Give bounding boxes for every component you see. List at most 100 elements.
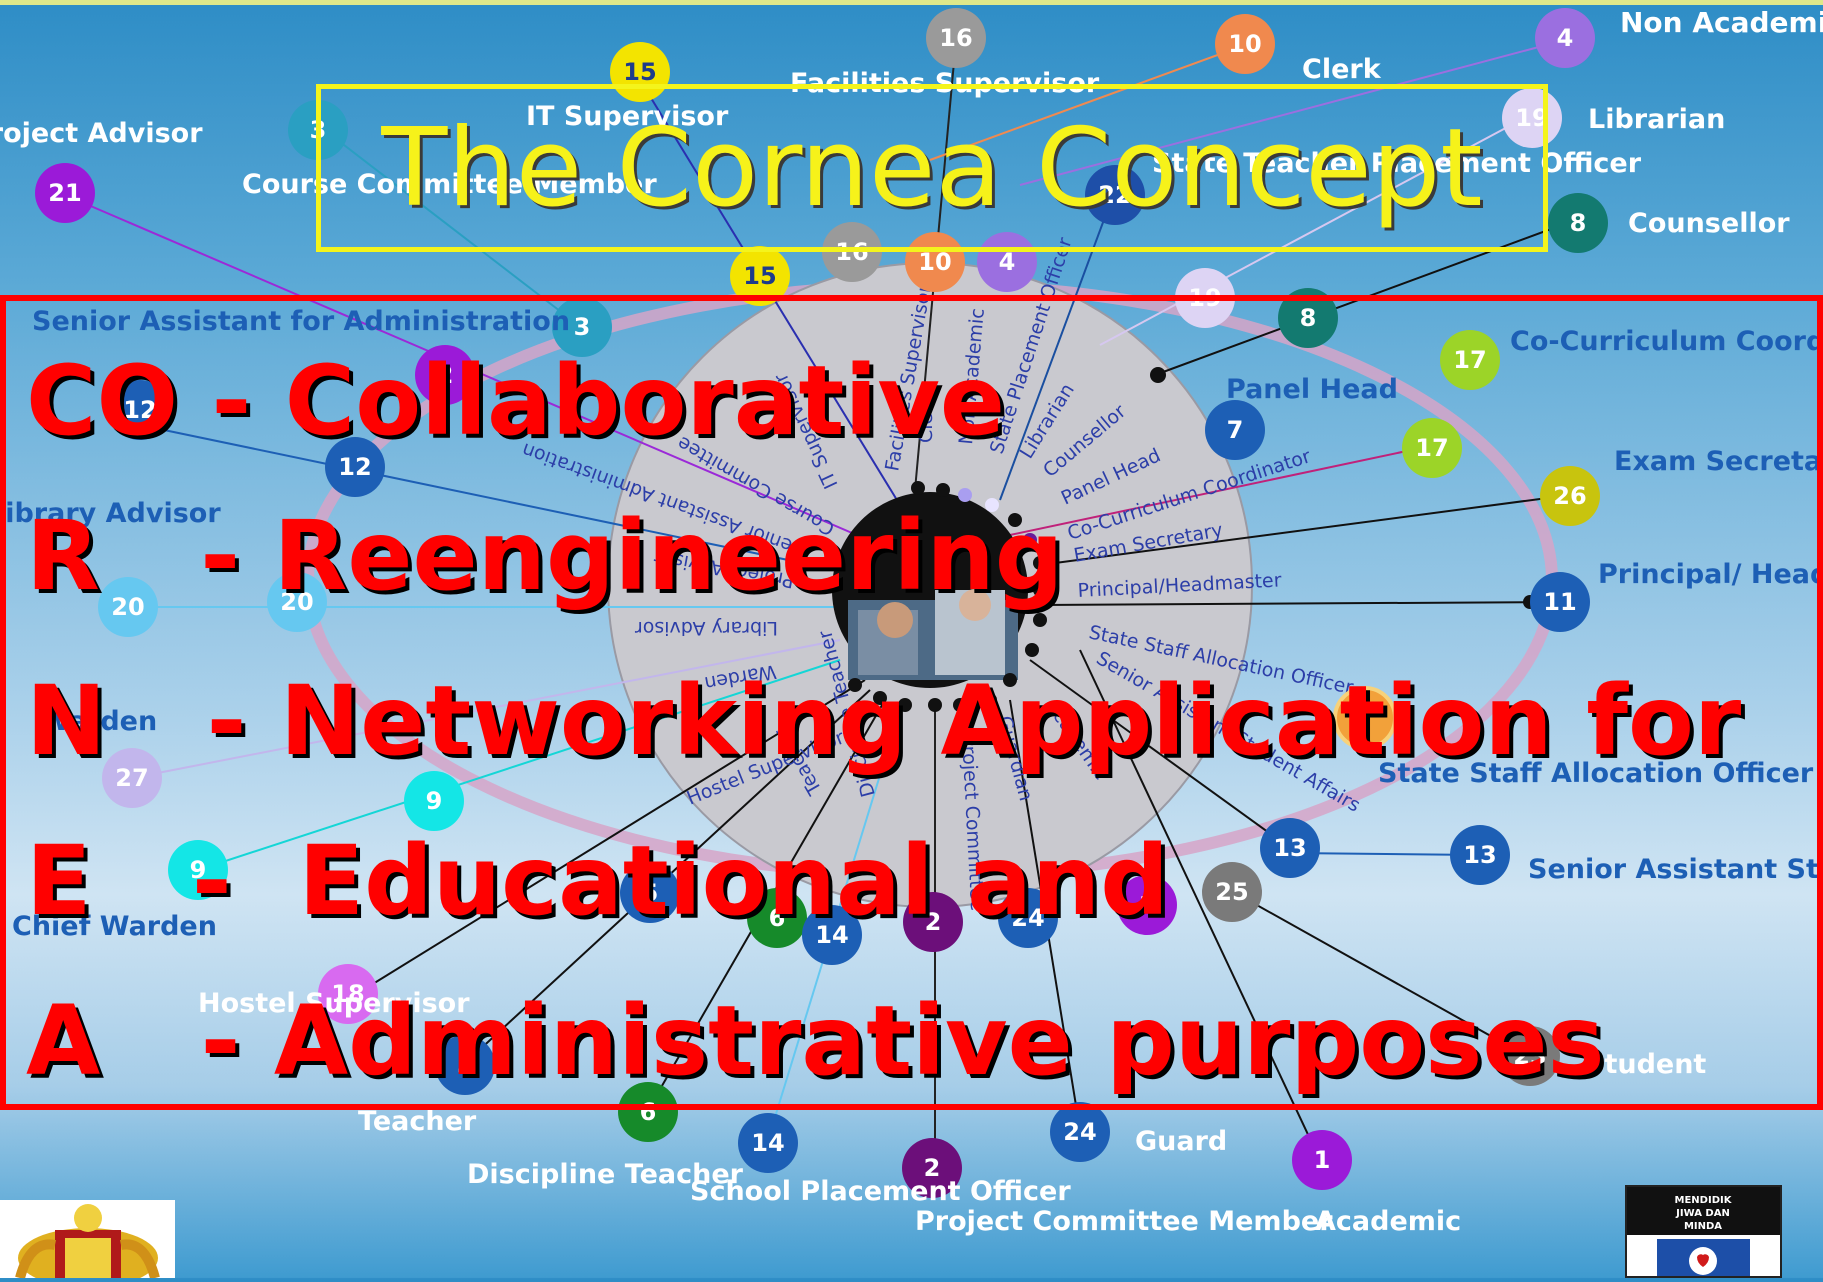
label-non-academic: Non Academic [1620,6,1823,39]
svg-text:16: 16 [939,24,972,52]
svg-text:2: 2 [437,361,454,389]
svg-text:5: 5 [457,1051,474,1079]
node-25: 25 [1202,862,1262,922]
node-20-left: 20 [98,577,158,637]
node-26: 26 [1540,466,1600,526]
svg-text:13: 13 [1463,841,1496,869]
acronym-letter: N [26,665,107,777]
svg-text:1: 1 [1314,1146,1331,1174]
node-13-inner: 13 [1260,818,1320,878]
svg-text:23: 23 [1513,1042,1546,1070]
svg-text:17: 17 [1415,434,1448,462]
acronym-text: - Collaborative [178,345,1006,457]
node-4-top: 4 [1535,8,1595,68]
svg-text:JIWA DAN: JIWA DAN [1675,1208,1730,1219]
spoke-label-clerk: Clerk [915,394,937,443]
acronym-text: - Educational and [91,825,1169,937]
label-it-supervisor: IT Supervisor [526,101,729,132]
label-clerk: Clerk [1302,54,1382,85]
node-12-inner: 12 [325,437,385,497]
svg-text:12: 12 [338,453,371,481]
node-27: 27 [102,748,162,808]
label-project-advisor: Project Advisor [0,118,203,149]
svg-text:14: 14 [815,921,848,949]
acronym-line-r: R - Reengineering [26,500,1063,612]
node-5-inner: 5 [620,863,680,923]
svg-text:3: 3 [574,313,591,341]
svg-text:16: 16 [835,238,868,266]
node-5-outer: 5 [435,1035,495,1095]
label-senior-assistant-student: Senior Assistant Student Affairs [1528,854,1823,885]
label-principal: Principal/ Headmaster [1598,559,1823,590]
svg-text:25: 25 [1215,878,1248,906]
svg-text:4: 4 [1557,24,1574,52]
node-20-inner: 20 [267,572,327,632]
svg-text:9: 9 [190,856,207,884]
svg-text:8: 8 [1570,209,1587,237]
label-panel-head: Panel Head [1226,374,1398,405]
svg-text:17: 17 [1453,346,1486,374]
acronym-line-n: N - Networking Application for [26,665,1741,777]
node-16-top: 16 [926,8,986,68]
label-co-curriculum: Co-Curriculum Coordinator [1510,326,1823,357]
svg-text:6: 6 [769,904,786,932]
label-librarian: Librarian [1588,104,1725,135]
node-16-inner: 16 [822,222,882,282]
svg-text:MINDA: MINDA [1684,1221,1722,1232]
svg-text:7: 7 [1227,416,1244,444]
svg-text:22: 22 [1098,181,1131,209]
label-teacher: Teacher [358,1106,477,1137]
svg-text:5: 5 [642,879,659,907]
label-exam-secretary: Exam Secretary [1614,446,1823,477]
svg-text:24: 24 [1011,904,1044,932]
svg-text:21: 21 [48,179,81,207]
node-9-left: 9 [168,840,228,900]
node-8-inner: 8 [1278,288,1338,348]
svg-text:14: 14 [751,1129,784,1157]
svg-text:18: 18 [331,980,364,1008]
label-facilities-supervisor: Facilities Supervisor [790,68,1100,99]
node-2-inner: 2 [903,892,963,952]
svg-text:20: 20 [111,593,144,621]
node-17-outer: 17 [1440,330,1500,390]
spoke-label-library-advisor: Library Advisor [635,617,778,639]
node-14-inner: 14 [802,905,862,965]
svg-text:11: 11 [1543,588,1576,616]
label-discipline-teacher: Discipline Teacher [467,1159,744,1190]
label-project-committee: Project Committee Member [915,1206,1333,1237]
numbered-nodes: 15 16 10 4 3 21 19 22 8 16 10 4 15 19 8 … [35,8,1608,1198]
node-9-inner: 9 [404,771,464,831]
node-21: 21 [35,163,95,223]
acronym-text: - Networking Application for [106,665,1742,777]
svg-text:1: 1 [1139,891,1156,919]
node-2-left: 2 [415,345,475,405]
acronym-text: - Reengineering [99,500,1064,612]
svg-text:10: 10 [918,248,951,276]
acronym-text: - Administrative purposes [100,985,1605,1097]
svg-text:4: 4 [999,248,1016,276]
node-1-outer: 1 [1292,1130,1352,1190]
node-17-inner: 17 [1402,418,1462,478]
svg-text:10: 10 [1228,30,1261,58]
label-warden: Warden [40,706,157,737]
hub-dots [848,367,1537,712]
label-chief-warden: Chief Warden [12,911,217,942]
acronym-line-a: A - Administrative purposes [26,985,1605,1097]
svg-text:12: 12 [123,396,156,424]
svg-text:20: 20 [280,588,313,616]
node-13-outer: 13 [1450,825,1510,885]
node-24-inner: 24 [998,888,1058,948]
acronym-frame [0,295,1823,1110]
acronym-line-e: E - Educational and [26,825,1169,937]
node-24-outer: 24 [1050,1102,1110,1162]
svg-text:MENDIDIK: MENDIDIK [1675,1195,1733,1206]
crest-icon [0,1200,175,1282]
acronym-letter: CO [26,345,179,457]
node-3-inner: 3 [552,297,612,357]
node-14-outer: 14 [738,1113,798,1173]
label-counsellor: Counsellor [1628,208,1790,239]
svg-text:26: 26 [1553,482,1586,510]
node-8-top: 8 [1548,193,1608,253]
svg-text:27: 27 [115,764,148,792]
emblem-icon: MENDIDIK JIWA DAN MINDA [1625,1185,1782,1278]
